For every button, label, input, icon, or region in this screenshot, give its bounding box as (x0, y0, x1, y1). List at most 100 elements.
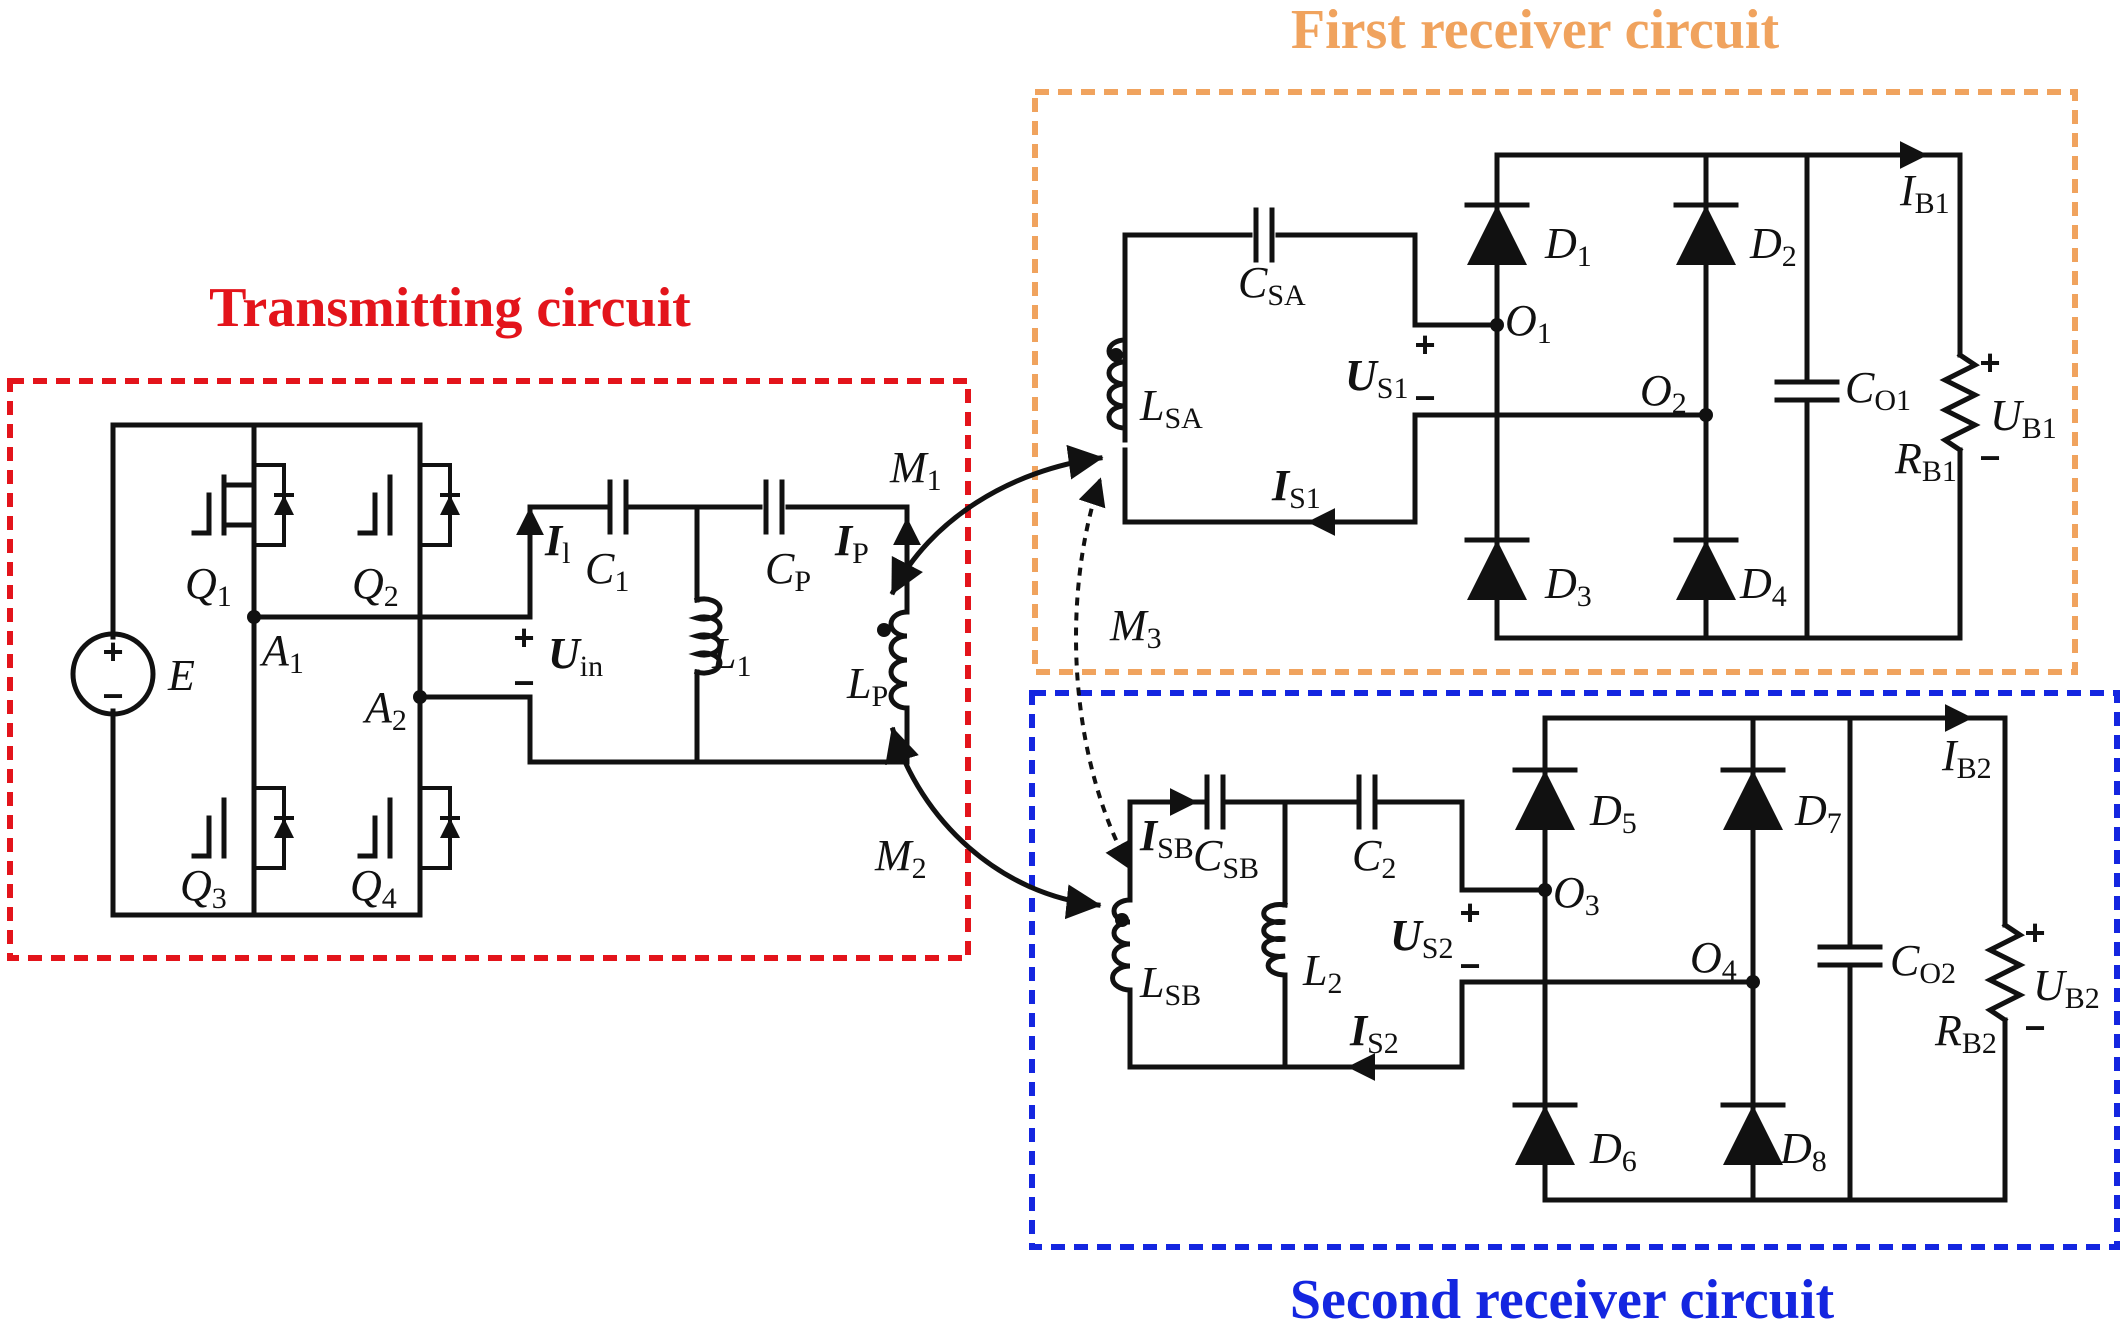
resistor-RB2 (1984, 921, 2026, 1024)
inductor-L1 (688, 596, 723, 676)
label-D7: D7 (1794, 786, 1842, 840)
label-Ip: IP (834, 516, 869, 570)
dot-LSB (1115, 913, 1129, 927)
label-D8: D8 (1779, 1124, 1827, 1178)
second-receiver-title: Second receiver circuit (1290, 1269, 1835, 1323)
label-D4: D4 (1739, 559, 1787, 613)
label-IS1: IS1 (1271, 461, 1321, 515)
label-O3: O3 (1553, 868, 1600, 922)
minus-Uin: − (513, 662, 534, 703)
plus-UB2: + (2024, 912, 2045, 953)
capacitor-CO1 (1774, 379, 1840, 403)
inductor-L2 (1261, 902, 1288, 978)
plus-Uin: + (513, 617, 534, 658)
label-L1: L1 (711, 629, 751, 683)
dot-LSA (1109, 348, 1123, 362)
first-receiver-wiring (1122, 152, 1963, 641)
transmitter-wiring (110, 422, 910, 918)
label-LSB: LSB (1139, 958, 1201, 1012)
first-receiver-box (1032, 89, 2078, 675)
label-O2: O2 (1640, 366, 1687, 420)
label-CO1: CO1 (1845, 363, 1911, 417)
diode-D7 (1720, 767, 1786, 830)
label-M1: M1 (889, 443, 942, 497)
capacitor-CSB (1204, 774, 1226, 830)
label-D6: D6 (1589, 1124, 1637, 1178)
diode-D6 (1512, 1102, 1578, 1165)
dot-Lp (877, 623, 891, 637)
label-US2: US2 (1390, 911, 1453, 965)
second-receiver-box (1029, 690, 2120, 1250)
label-CO2: CO2 (1890, 936, 1956, 990)
capacitor-C2 (1356, 774, 1378, 830)
label-Q1: Q1 (185, 559, 232, 613)
inductor-Lp (888, 609, 910, 711)
label-IB1: IB1 (1899, 166, 1950, 220)
node-A1 (247, 610, 261, 624)
label-UB2: UB2 (2033, 961, 2100, 1015)
label-Q4: Q4 (350, 861, 397, 915)
label-D3: D3 (1544, 559, 1592, 613)
plus-US2: + (1459, 892, 1480, 933)
dc-source-E: + − (70, 631, 156, 717)
capacitor-Cp (763, 479, 785, 535)
transmitting-box (7, 378, 971, 961)
mosfet-Q2 (357, 463, 460, 547)
plus-UB1: + (1979, 342, 2000, 383)
node-A2 (413, 690, 427, 704)
label-LSA: LSA (1139, 381, 1203, 435)
label-US1: US1 (1345, 351, 1408, 405)
label-RB1: RB1 (1894, 434, 1957, 488)
label-A1: A1 (259, 626, 304, 680)
minus-UB2: − (2024, 1007, 2045, 1048)
label-Cp: CP (765, 544, 811, 598)
first-receiver-title: First receiver circuit (1291, 0, 1780, 61)
label-O1: O1 (1505, 296, 1552, 350)
label-CSB: CSB (1193, 831, 1259, 885)
label-D2: D2 (1749, 219, 1797, 273)
mosfet-Q3 (191, 786, 294, 870)
capacitor-CSA (1253, 207, 1275, 263)
node-O3 (1538, 883, 1552, 897)
diode-D4 (1673, 537, 1739, 600)
minus-US1: − (1414, 377, 1435, 418)
coupling-M1 (889, 444, 1104, 596)
label-IS2: IS2 (1349, 1006, 1399, 1060)
label-IB2: IB2 (1941, 731, 1992, 785)
label-Q3: Q3 (180, 861, 227, 915)
label-UB1: UB1 (1990, 391, 2057, 445)
resistor-RB1 (1939, 351, 1981, 454)
minus-UB1: − (1979, 437, 2000, 478)
label-D1: D1 (1544, 219, 1592, 273)
minus-US2: − (1459, 945, 1480, 986)
label-RB2: RB2 (1934, 1006, 1997, 1060)
mosfet-Q1 (191, 442, 294, 568)
node-O2 (1699, 408, 1713, 422)
node-O4 (1746, 975, 1760, 989)
label-Uin: Uin (548, 629, 603, 683)
svg-text:+: + (102, 631, 123, 672)
label-D5: D5 (1589, 786, 1637, 840)
transmitting-title: Transmitting circuit (209, 277, 691, 339)
coupling-M3 (1074, 477, 1132, 871)
label-CSA: CSA (1238, 258, 1306, 312)
label-ISB: ISB (1139, 811, 1194, 865)
diode-D5 (1512, 767, 1578, 830)
label-A2: A2 (362, 683, 407, 737)
mosfet-Q4 (357, 786, 460, 870)
svg-text:−: − (102, 675, 123, 716)
label-M3: M3 (1109, 601, 1162, 655)
coupling-M2 (885, 726, 1102, 920)
second-receiver-wiring (1127, 715, 2008, 1203)
capacitor-C1 (597, 479, 629, 535)
diode-D3 (1464, 537, 1530, 600)
label-E: E (167, 651, 195, 700)
label-M2: M2 (874, 831, 927, 885)
label-O4: O4 (1690, 933, 1737, 987)
plus-US1: + (1414, 324, 1435, 365)
label-L2: L2 (1302, 946, 1342, 1000)
capacitor-CO2 (1817, 944, 1883, 968)
label-Il: Il (544, 516, 570, 570)
